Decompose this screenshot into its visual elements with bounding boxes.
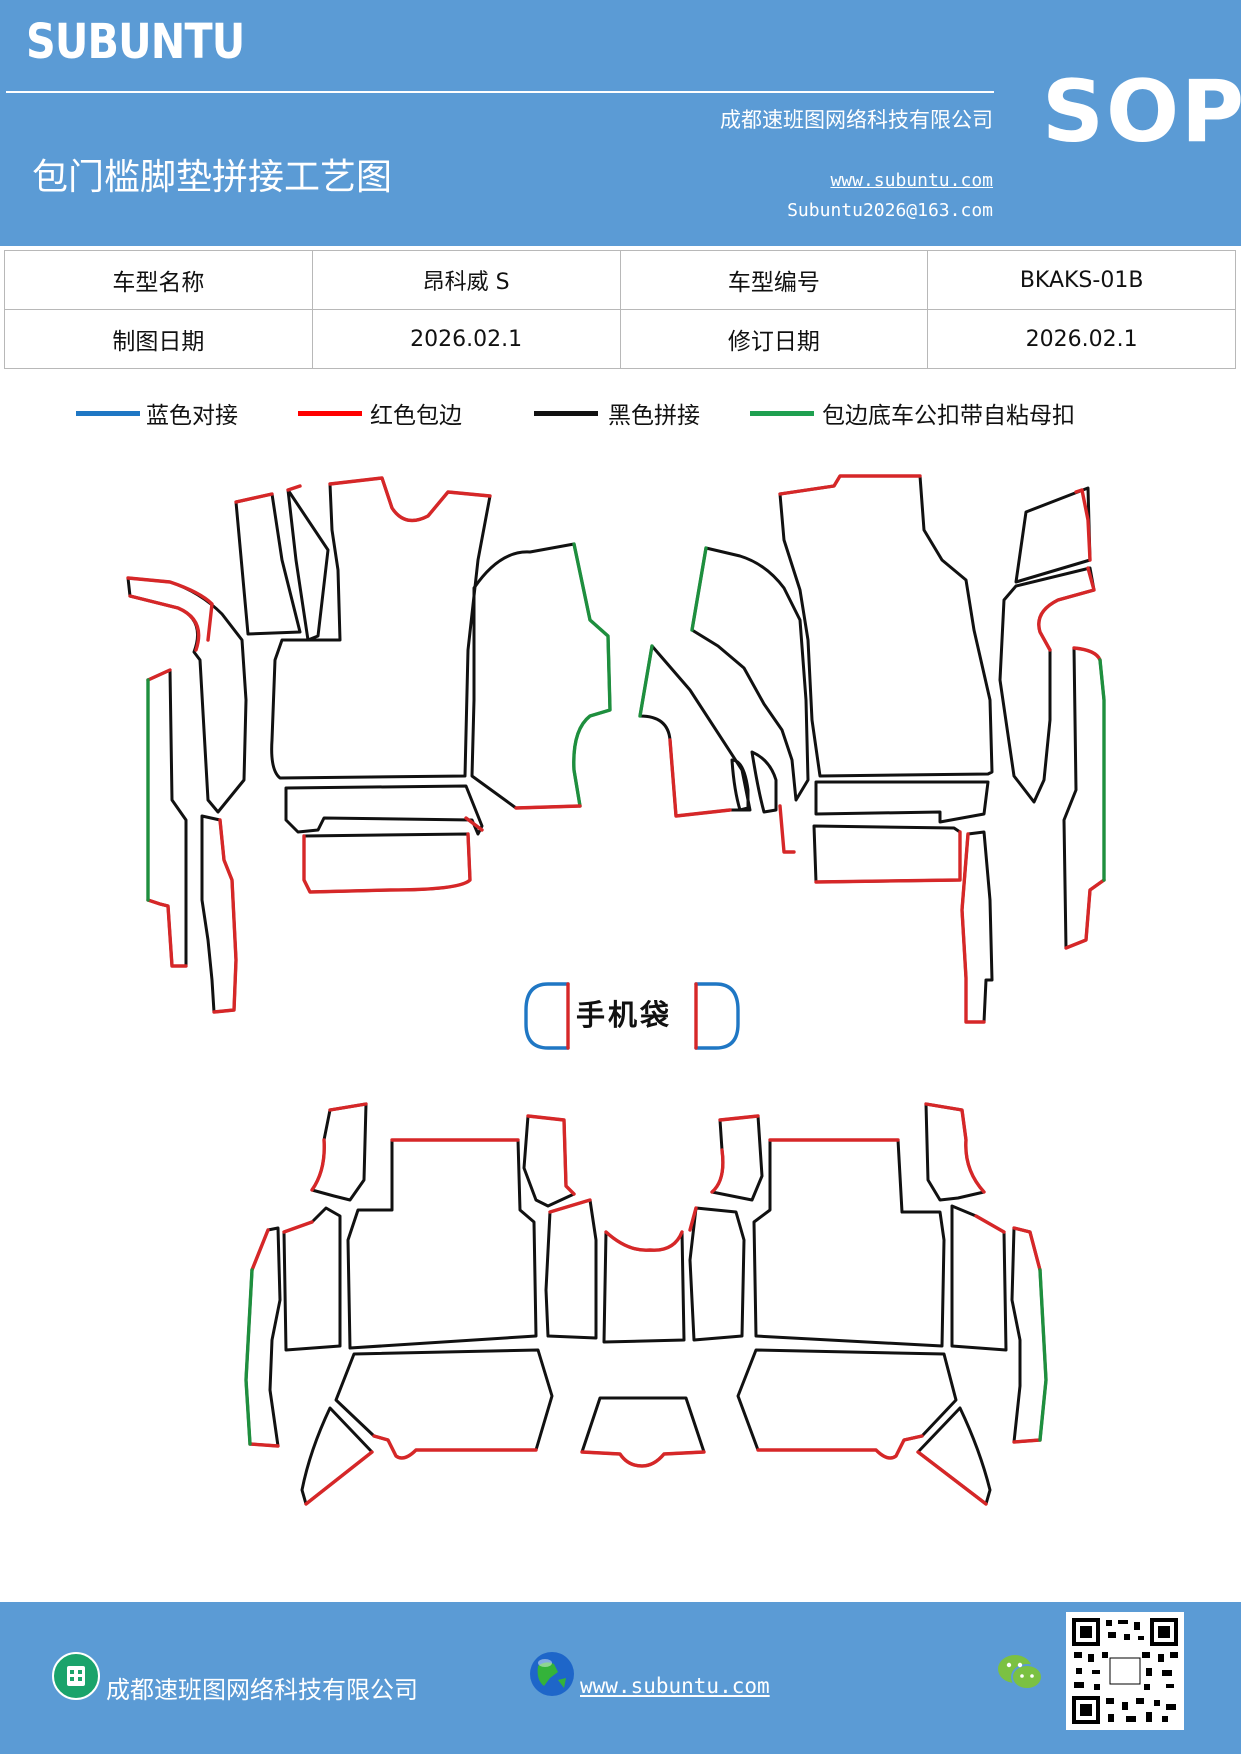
sill-vertical-piece (200, 814, 238, 1014)
model-name-value: 昂科威 S (311, 250, 621, 310)
rear-left-lower-piece (334, 1348, 554, 1460)
rear-mat-set (244, 1102, 1048, 1506)
qr-code-icon (1072, 1618, 1178, 1724)
legend-swatch-green (750, 411, 814, 416)
passenger-side-piece (730, 758, 750, 812)
legend-swatch-red (298, 411, 362, 416)
driver-mat-piece (270, 476, 492, 780)
revise-date-label: 修订日期 (619, 309, 929, 369)
building-icon (52, 1652, 100, 1700)
passenger-front-piece (690, 546, 810, 802)
legend-label-green: 包边底车公扣带自粘母扣 (822, 403, 1075, 429)
front-right-mat-set (638, 474, 1106, 1024)
passenger-side-piece (638, 644, 752, 818)
rear-right-triangle-piece (916, 1406, 992, 1506)
model-code-label: 车型编号 (619, 250, 929, 310)
passenger-heel-bar-piece (814, 780, 990, 824)
header-email: Subuntu2026@163.com (787, 200, 993, 221)
rear-center-lower-piece (580, 1396, 706, 1468)
header-website-link[interactable]: www.subuntu.com (830, 170, 993, 191)
brand-logo: SUBUNTU (26, 14, 245, 70)
table-row: 车型名称 昂科威 S 车型编号 BKAKS-01B (4, 250, 1236, 310)
passenger-side-piece (750, 750, 778, 814)
right-kick-piece (1014, 486, 1092, 584)
page-title: 包门槛脚垫拼接工艺图 (32, 157, 393, 198)
right-sill-vertical-piece (1062, 646, 1106, 950)
legend-swatch-blue (76, 411, 140, 416)
sill-vertical-piece (146, 668, 188, 968)
rear-left-triangle-piece (300, 1406, 374, 1506)
heel-pad-piece (302, 832, 472, 894)
rear-right-flap-piece (710, 1114, 764, 1202)
table-row: 制图日期 2026.02.1 修订日期 2026.02.1 (4, 309, 1236, 369)
model-code-value: BKAKS-01B (927, 250, 1236, 310)
rear-center-side-piece (688, 1206, 746, 1342)
draw-date-label: 制图日期 (4, 309, 313, 369)
rear-right-main-piece (752, 1138, 946, 1348)
header: SUBUNTU 成都速班图网络科技有限公司 包门槛脚垫拼接工艺图 www.sub… (0, 0, 1241, 246)
header-company: 成都速班图网络科技有限公司 (720, 108, 993, 132)
footer: 成都速班图网络科技有限公司 www.subuntu.com (0, 1602, 1241, 1754)
rear-right-corner-piece (950, 1204, 1008, 1352)
rear-left-bolster-piece (544, 1198, 598, 1340)
info-table: 车型名称 昂科威 S 车型编号 BKAKS-01B 制图日期 2026.02.1… (4, 250, 1236, 369)
heel-bar-piece (284, 784, 484, 836)
revise-date-value: 2026.02.1 (927, 309, 1236, 369)
passenger-mat-piece (778, 474, 994, 778)
doc-code: SOP (1042, 62, 1241, 162)
phone-bag-label: 手机袋 (576, 998, 673, 1032)
right-sill-long-piece (998, 566, 1096, 804)
phone-bag-pieces (524, 982, 740, 1050)
rear-right-top-piece (924, 1102, 986, 1202)
rear-right-lower-piece (736, 1348, 958, 1460)
footer-company: 成都速班图网络科技有限公司 (106, 1676, 418, 1704)
legend-swatch-black (534, 411, 598, 416)
side-strip-piece (286, 488, 330, 642)
rear-left-top-piece (310, 1102, 368, 1202)
model-name-label: 车型名称 (4, 250, 313, 310)
passenger-heel-pad-piece (812, 824, 962, 884)
wechat-icon[interactable] (996, 1652, 1044, 1694)
header-divider (6, 91, 994, 93)
footer-website-link[interactable]: www.subuntu.com (580, 1674, 770, 1698)
qr-code[interactable] (1066, 1612, 1184, 1730)
rear-right-sill-piece (1010, 1226, 1048, 1444)
legend: 蓝色对接 红色包边 黑色拼接 包边底车公扣带自粘母扣 (0, 396, 1241, 446)
front-left-mat-set (126, 476, 612, 1014)
legend-label-red: 红色包边 (370, 403, 462, 429)
legend-label-blue: 蓝色对接 (146, 403, 238, 429)
legend-label-black: 黑色拼接 (608, 403, 700, 429)
rear-left-main-piece (346, 1138, 538, 1350)
draw-date-value: 2026.02.1 (311, 309, 621, 369)
rear-left-sill-piece (244, 1226, 282, 1448)
pedal-area-piece (470, 542, 612, 810)
mat-pieces-diagram (126, 474, 1106, 1506)
globe-icon (530, 1652, 574, 1696)
